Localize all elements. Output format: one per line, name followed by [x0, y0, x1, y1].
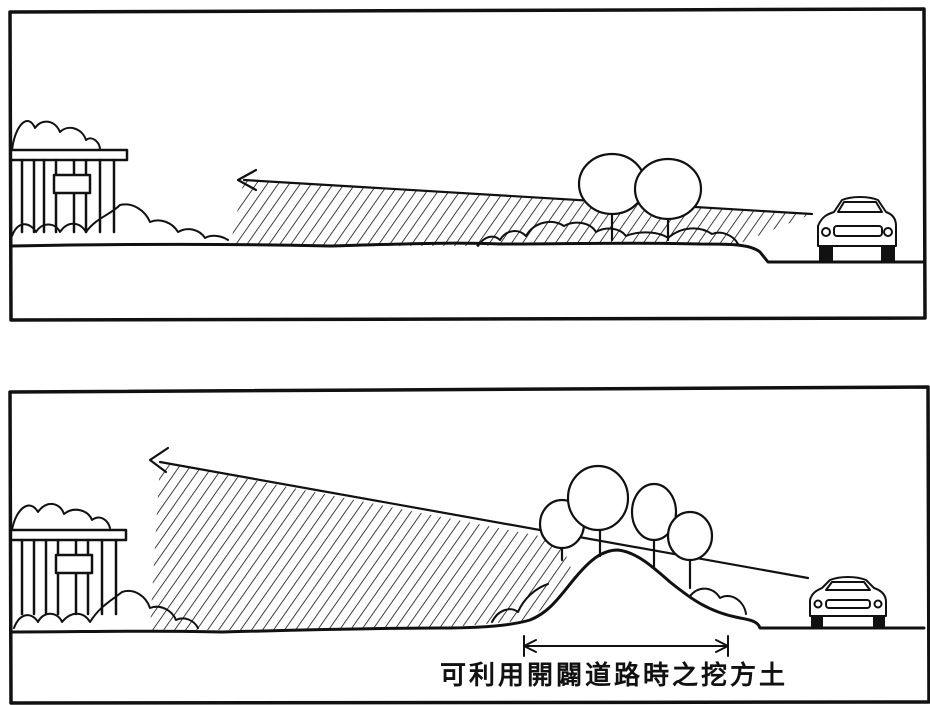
shrubs [491, 583, 549, 623]
bottom-panel-frame [8, 385, 930, 705]
hatched-view-area [230, 180, 812, 246]
caption: 可利用開闢道路時之挖方土 [440, 661, 789, 691]
ground-with-berm [10, 548, 926, 634]
shrubs [11, 120, 101, 151]
arrow-head [148, 446, 170, 474]
trees [538, 464, 714, 590]
shrubs [689, 587, 747, 615]
arrow-head [236, 168, 258, 192]
hatched-view-area [150, 462, 575, 630]
building [10, 528, 128, 616]
building [10, 148, 129, 234]
top-panel [8, 7, 927, 322]
shrubs [477, 220, 739, 247]
car [817, 196, 897, 263]
trees [577, 152, 703, 242]
dimension-arrow [523, 635, 729, 657]
sightline [242, 178, 814, 216]
car [809, 576, 887, 629]
shrubs [11, 503, 111, 531]
top-panel-frame [8, 7, 927, 322]
shrubs [11, 203, 229, 241]
bottom-panel [8, 385, 930, 705]
